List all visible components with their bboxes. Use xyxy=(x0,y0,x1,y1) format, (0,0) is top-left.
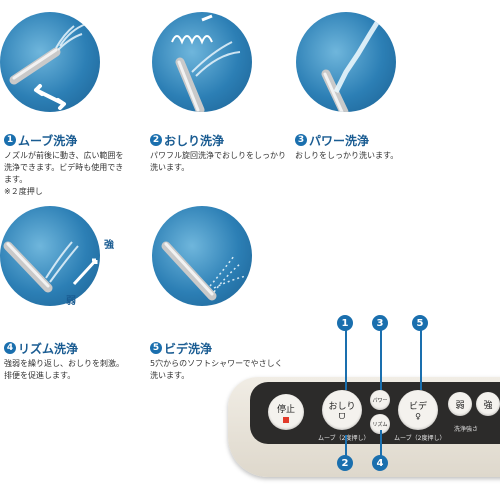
move-wash-illustration xyxy=(0,12,100,112)
wash-strength-label: 洗浄強さ xyxy=(454,426,479,433)
feature-title: おしり洗浄 xyxy=(164,133,225,148)
feature-title: パワー洗浄 xyxy=(309,133,370,148)
feature-number: 1 xyxy=(4,134,16,146)
move-label-left: ムーブ（2度押し） xyxy=(318,435,370,442)
move-label-right: ムーブ（2度押し） xyxy=(394,435,446,442)
strong-label: 強 xyxy=(104,240,114,251)
strong-button[interactable]: 強 xyxy=(476,392,500,416)
callout-line-1 xyxy=(345,330,347,390)
power-button-label: パワー xyxy=(372,397,388,404)
feature-desc-line: 強弱を繰り返し、おしりを刺激。 xyxy=(4,359,124,368)
feature-desc-line: おしりをしっかり洗います。 xyxy=(295,151,399,160)
stop-square-icon xyxy=(283,416,289,423)
strong-button-label: 強 xyxy=(483,400,493,411)
callout-2: 2 xyxy=(337,455,353,471)
feature-title: リズム洗浄 xyxy=(18,341,79,356)
oshiri-button-label: おしり xyxy=(328,401,356,412)
callout-line-2 xyxy=(345,435,347,457)
power-wash-illustration xyxy=(296,12,396,112)
oshiri-wash-illustration xyxy=(152,12,252,112)
oshiri-icon: ᗜ xyxy=(338,411,346,421)
callout-line-4 xyxy=(380,430,382,457)
stop-button-label: 停止 xyxy=(276,404,295,415)
feature-desc-line: 5穴からのソフトシャワーでやさしく xyxy=(150,359,283,368)
callout-1: 1 xyxy=(337,315,353,331)
rhythm-wash-illustration: 強 xyxy=(0,206,100,306)
callout-3: 3 xyxy=(372,315,388,331)
weak-label: 弱 xyxy=(66,296,76,307)
feature-desc-line: 排便を促進します。 xyxy=(4,371,76,380)
feature-title: ビデ洗浄 xyxy=(164,341,213,356)
bidet-wash-illustration xyxy=(152,206,252,306)
bidet-button[interactable]: ビデ ♀ xyxy=(398,390,438,430)
weak-button-label: 弱 xyxy=(455,400,465,411)
feature-desc-line: 洗います。 xyxy=(150,371,190,380)
feature-desc-line: 洗います。 xyxy=(150,163,190,172)
feature-desc-line: パワフル旋回洗浄でおしりをしっかり xyxy=(150,151,286,160)
feature-desc-line: 洗浄できます。ビデ時も使用でき xyxy=(4,163,124,172)
weak-button[interactable]: 弱 xyxy=(448,392,472,416)
power-button[interactable]: パワー xyxy=(370,390,390,410)
feature-note: ※２度押し xyxy=(4,187,43,196)
oshiri-button[interactable]: おしり ᗜ xyxy=(322,390,362,430)
stop-button[interactable]: 停止 xyxy=(268,394,304,430)
bidet-button-label: ビデ xyxy=(408,402,427,412)
feature-number: 5 xyxy=(150,342,162,354)
feature-number: 2 xyxy=(150,134,162,146)
rhythm-button[interactable]: リズム xyxy=(370,414,390,434)
remote-control-panel: 停止 おしり ᗜ パワー リズム ビデ ♀ 弱 強 ムーブ（2度押し） ムーブ（… xyxy=(250,382,500,444)
callout-line-3 xyxy=(380,330,382,390)
callout-4: 4 xyxy=(372,455,388,471)
feature-desc-line: ノズルが前後に動き、広い範囲を xyxy=(4,151,124,160)
callout-5: 5 xyxy=(412,315,428,331)
feature-desc-line: ます。 xyxy=(4,175,28,184)
callout-line-5 xyxy=(420,330,422,390)
feature-title: ムーブ洗浄 xyxy=(18,133,78,148)
feature-number: 3 xyxy=(295,134,307,146)
rhythm-button-label: リズム xyxy=(372,421,388,428)
feature-number: 4 xyxy=(4,342,16,354)
bidet-icon: ♀ xyxy=(415,412,421,421)
